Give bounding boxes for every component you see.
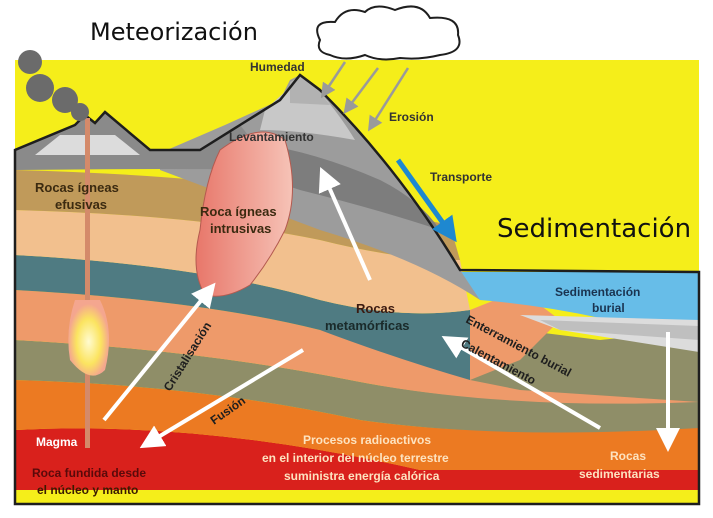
label-sedimentary-2: sedimentarias — [579, 467, 660, 481]
volcanic-conduit — [85, 118, 90, 448]
magma-chamber — [68, 300, 109, 376]
smoke-icon — [18, 50, 89, 121]
label-humidity: Humedad — [250, 60, 305, 74]
label-metamorphic-1: Rocas — [356, 301, 395, 316]
label-metamorphic-2: metamórficas — [325, 318, 410, 333]
intrusive-body — [195, 131, 293, 297]
label-radio-2: en el interior del núcleo terrestre — [262, 451, 449, 465]
label-uplift: Levantamiento — [229, 130, 314, 144]
title-weathering: Meteorización — [90, 18, 258, 46]
label-intrusive-2: intrusivas — [210, 221, 271, 236]
label-intrusive-1: Roca ígneas — [200, 204, 277, 219]
label-erosion: Erosión — [389, 110, 434, 124]
label-radio-3: suministra energía calórica — [284, 469, 440, 483]
label-molten-1: Roca fundida desde — [32, 466, 146, 480]
process-arrows — [102, 167, 680, 452]
cloud-icon — [316, 5, 461, 61]
rain-arrows — [320, 61, 410, 132]
label-sed-burial-2: burial — [592, 301, 625, 315]
label-magma: Magma — [36, 435, 78, 449]
label-transport: Transporte — [430, 170, 492, 184]
label-sedimentary-1: Rocas — [610, 449, 646, 463]
transport-arrow-icon — [395, 158, 457, 243]
label-sed-burial-1: Sedimentación — [555, 285, 640, 299]
title-sedimentation: Sedimentación — [497, 214, 691, 244]
label-extrusive-1: Rocas ígneas — [35, 180, 119, 195]
label-radio-1: Procesos radioactivos — [303, 433, 431, 447]
label-extrusive-2: efusivas — [55, 197, 107, 212]
label-molten-2: el núcleo y manto — [37, 483, 138, 497]
